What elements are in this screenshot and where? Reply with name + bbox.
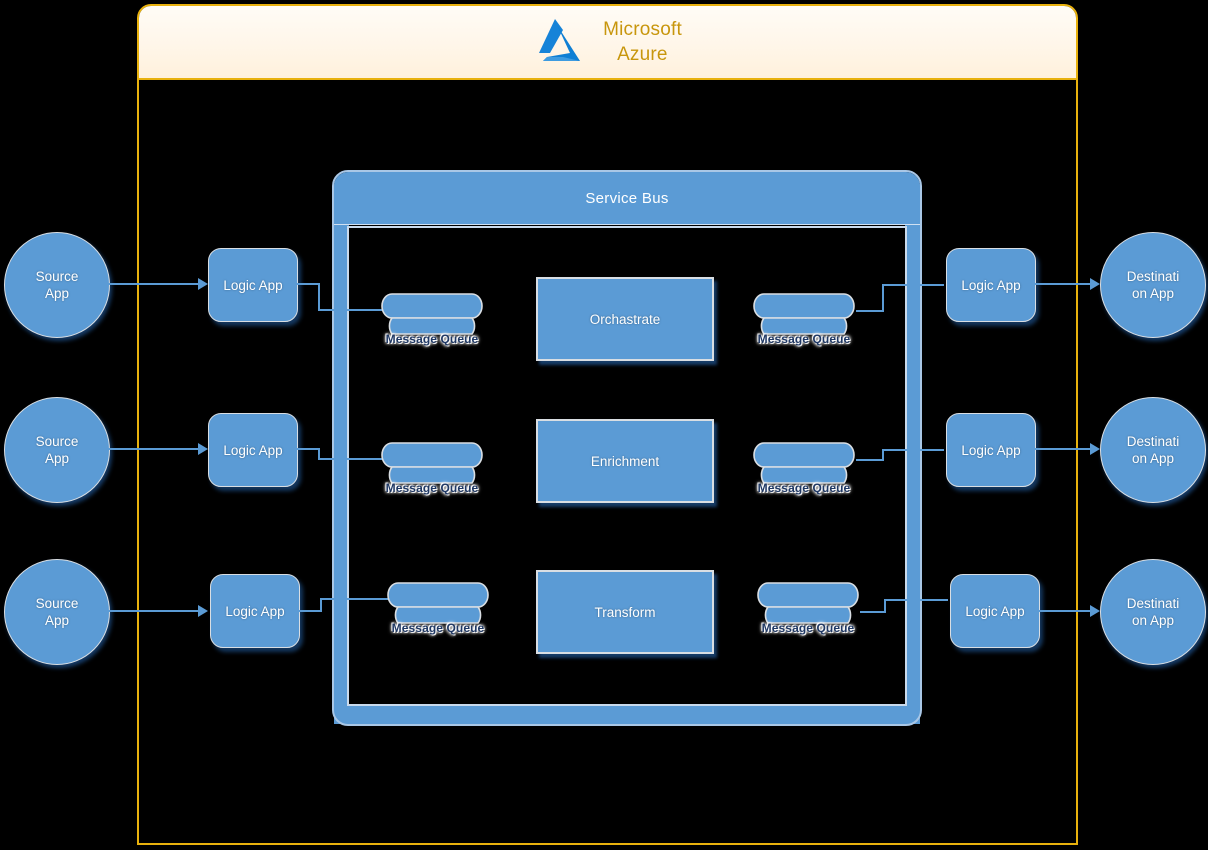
left-logic-app-2[interactable]: Logic App [208, 413, 298, 487]
right-logic-app-3-label: Logic App [965, 603, 1025, 619]
connector-queue2-to-logic2r [882, 449, 944, 451]
destination-app-2-line1: Destinati [1126, 434, 1180, 449]
service-bus-title: Service Bus [585, 189, 669, 207]
connector-logic1-out-v [318, 283, 320, 311]
process-orchastrate[interactable]: Orchastrate [536, 277, 714, 361]
destination-app-3-line1: Destinati [1126, 596, 1180, 611]
azure-brand-line2: Azure [617, 44, 668, 65]
service-bus-header: Service Bus [334, 172, 920, 224]
connector-queue3-out-v [884, 599, 886, 613]
connector-logic1r-to-dest1 [1034, 283, 1092, 285]
service-bus-container[interactable] [332, 170, 922, 726]
inbound-queue-2[interactable]: Message Queue [380, 441, 484, 503]
arrow-logic3r-to-dest3 [1090, 605, 1100, 617]
right-logic-app-1[interactable]: Logic App [946, 248, 1036, 322]
destination-app-1-line1: Destinati [1126, 269, 1180, 284]
connector-queue3-to-logic3r [884, 599, 948, 601]
azure-frame-border [137, 4, 1078, 845]
destination-app-1[interactable]: Destinati on App [1100, 232, 1206, 338]
right-logic-app-1-label: Logic App [961, 277, 1021, 293]
connector-logic1-to-queue1 [318, 309, 384, 311]
inbound-queue-3[interactable]: Message Queue [386, 581, 490, 643]
connector-logic3-to-queue3 [320, 598, 390, 600]
process-orchastrate-label: Orchastrate [589, 311, 661, 327]
arrow-logic1r-to-dest1 [1090, 278, 1100, 290]
connector-logic2r-to-dest2 [1034, 448, 1092, 450]
connector-logic1-out-h1 [296, 283, 320, 285]
arrow-source3-to-logic3 [198, 605, 208, 617]
azure-brand-line1: Microsoft [603, 19, 682, 40]
connector-queue2-out-h [856, 459, 884, 461]
destination-app-1-line2: on App [1131, 286, 1175, 301]
source-app-2-line2: App [44, 451, 70, 466]
outbound-queue-1[interactable]: Message Queue [752, 292, 856, 354]
source-app-3-line1: Source [35, 596, 79, 611]
inbound-queue-1[interactable]: Message Queue [380, 292, 484, 354]
connector-queue1-out-v [882, 284, 884, 312]
left-logic-app-1[interactable]: Logic App [208, 248, 298, 322]
source-app-2[interactable]: Source App [4, 397, 110, 503]
right-logic-app-2[interactable]: Logic App [946, 413, 1036, 487]
left-logic-app-2-label: Logic App [223, 442, 283, 458]
connector-source1-to-logic1 [108, 283, 200, 285]
source-app-3[interactable]: Source App [4, 559, 110, 665]
source-app-1-line1: Source [35, 269, 79, 284]
destination-app-2-line2: on App [1131, 451, 1175, 466]
connector-logic2-out-v [318, 448, 320, 460]
process-transform-label: Transform [594, 604, 656, 620]
destination-app-3-line2: on App [1131, 613, 1175, 628]
left-logic-app-3[interactable]: Logic App [210, 574, 300, 648]
azure-header: Microsoft Azure [139, 6, 1076, 80]
azure-logo-icon [539, 19, 581, 61]
connector-source2-to-logic2 [108, 448, 200, 450]
source-app-2-line1: Source [35, 434, 79, 449]
right-logic-app-2-label: Logic App [961, 442, 1021, 458]
right-logic-app-3[interactable]: Logic App [950, 574, 1040, 648]
source-app-1[interactable]: Source App [4, 232, 110, 338]
connector-queue3-out-h [860, 611, 886, 613]
outbound-queue-3[interactable]: Message Queue [756, 581, 860, 643]
arrow-source1-to-logic1 [198, 278, 208, 290]
destination-app-2[interactable]: Destinati on App [1100, 397, 1206, 503]
process-enrichment-label: Enrichment [590, 453, 660, 469]
arrow-source2-to-logic2 [198, 443, 208, 455]
arrow-logic2r-to-dest2 [1090, 443, 1100, 455]
connector-logic2-to-queue2 [318, 458, 384, 460]
connector-source3-to-logic3 [108, 610, 200, 612]
connector-logic3r-to-dest3 [1038, 610, 1092, 612]
process-transform[interactable]: Transform [536, 570, 714, 654]
azure-brand-text: Microsoft Azure [603, 17, 682, 67]
connector-queue2-out-v [882, 449, 884, 461]
left-logic-app-1-label: Logic App [223, 277, 283, 293]
left-logic-app-3-label: Logic App [225, 603, 285, 619]
process-enrichment[interactable]: Enrichment [536, 419, 714, 503]
destination-app-3[interactable]: Destinati on App [1100, 559, 1206, 665]
outbound-queue-2[interactable]: Message Queue [752, 441, 856, 503]
connector-logic3-out-v [320, 598, 322, 612]
connector-logic2-out-h1 [296, 448, 320, 450]
connector-logic3-out-h1 [298, 610, 322, 612]
source-app-1-line2: App [44, 286, 70, 301]
source-app-3-line2: App [44, 613, 70, 628]
connector-queue1-out-h [856, 310, 884, 312]
connector-queue1-to-logic1r [882, 284, 944, 286]
